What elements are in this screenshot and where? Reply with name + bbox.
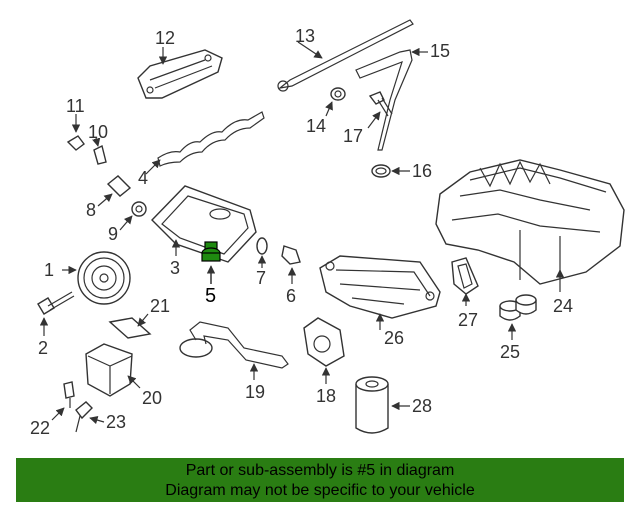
- part-14-seal[interactable]: 14: [306, 87, 346, 136]
- part-3-oil-pan[interactable]: 3: [151, 185, 257, 278]
- callout-27: 27: [458, 310, 478, 330]
- callout-7: 7: [256, 268, 266, 288]
- part-7-o-ring[interactable]: 7: [256, 237, 268, 288]
- callout-13: 13: [295, 26, 315, 46]
- callout-28: 28: [412, 396, 432, 416]
- callout-10: 10: [88, 122, 108, 142]
- callout-5: 5: [205, 285, 216, 307]
- callout-17: 17: [343, 126, 363, 146]
- part-12-valve-cover-gasket[interactable]: 12: [137, 28, 223, 99]
- callout-24: 24: [553, 296, 573, 316]
- part-5-drain-plug[interactable]: 5: [201, 241, 221, 307]
- callout-20: 20: [142, 388, 162, 408]
- part-27-gasket[interactable]: 27: [451, 257, 479, 330]
- part-24-engine-block[interactable]: 24: [435, 159, 625, 316]
- part-26-bracket[interactable]: 26: [319, 255, 441, 348]
- callout-9: 9: [108, 224, 118, 244]
- part-9-cap[interactable]: 9: [108, 201, 147, 244]
- part-15-dipstick-tube[interactable]: 15: [355, 41, 450, 151]
- part-8-sensor[interactable]: 8: [86, 175, 132, 220]
- part-4-gasket[interactable]: 4: [138, 111, 265, 188]
- part-22-sensor[interactable]: 22: [30, 381, 75, 438]
- banner-line-2: Diagram may not be specific to your vehi…: [165, 482, 475, 499]
- callout-11: 11: [66, 96, 85, 116]
- part-10-plug[interactable]: 10: [88, 122, 108, 165]
- part-17-bolt[interactable]: 17: [343, 91, 393, 146]
- callout-23: 23: [106, 412, 126, 432]
- part-18-oil-pump[interactable]: 18: [303, 317, 345, 406]
- callout-25: 25: [500, 342, 520, 362]
- part-21-gasket[interactable]: 21: [108, 296, 170, 339]
- callout-18: 18: [316, 386, 336, 406]
- callout-15: 15: [430, 41, 450, 61]
- part-19-pickup-tube[interactable]: 19: [179, 321, 289, 402]
- part-20-oil-cooler[interactable]: 20: [85, 343, 162, 408]
- callout-16: 16: [412, 161, 432, 181]
- part-16-o-ring[interactable]: 16: [371, 161, 432, 181]
- banner-line-1: Part or sub-assembly is #5 in diagram: [185, 462, 455, 479]
- part-6-sensor[interactable]: 6: [281, 245, 301, 306]
- callout-2: 2: [38, 338, 48, 358]
- callout-6: 6: [286, 286, 296, 306]
- parts-diagram: 12 4 13 15 14 17 16: [30, 19, 625, 438]
- callout-8: 8: [86, 200, 96, 220]
- callout-19: 19: [245, 382, 265, 402]
- info-banner: Part or sub-assembly is #5 in diagram Di…: [16, 458, 624, 502]
- part-28-oil-filter[interactable]: 28: [355, 376, 432, 434]
- callout-1: 1: [44, 260, 54, 280]
- part-13-dipstick[interactable]: 13: [277, 19, 414, 92]
- callout-26: 26: [384, 328, 404, 348]
- callout-21: 21: [150, 296, 170, 316]
- part-25-seals[interactable]: 25: [499, 294, 537, 362]
- callout-4: 4: [138, 168, 148, 188]
- callout-12: 12: [155, 28, 175, 48]
- part-11-sensor[interactable]: 11: [66, 96, 85, 151]
- callout-22: 22: [30, 418, 50, 438]
- callout-14: 14: [306, 116, 326, 136]
- callout-3: 3: [170, 258, 180, 278]
- part-2-bolt[interactable]: 2: [37, 291, 75, 358]
- part-1-crank-pulley[interactable]: 1: [44, 251, 131, 305]
- part-23-sensor[interactable]: 23: [75, 401, 126, 433]
